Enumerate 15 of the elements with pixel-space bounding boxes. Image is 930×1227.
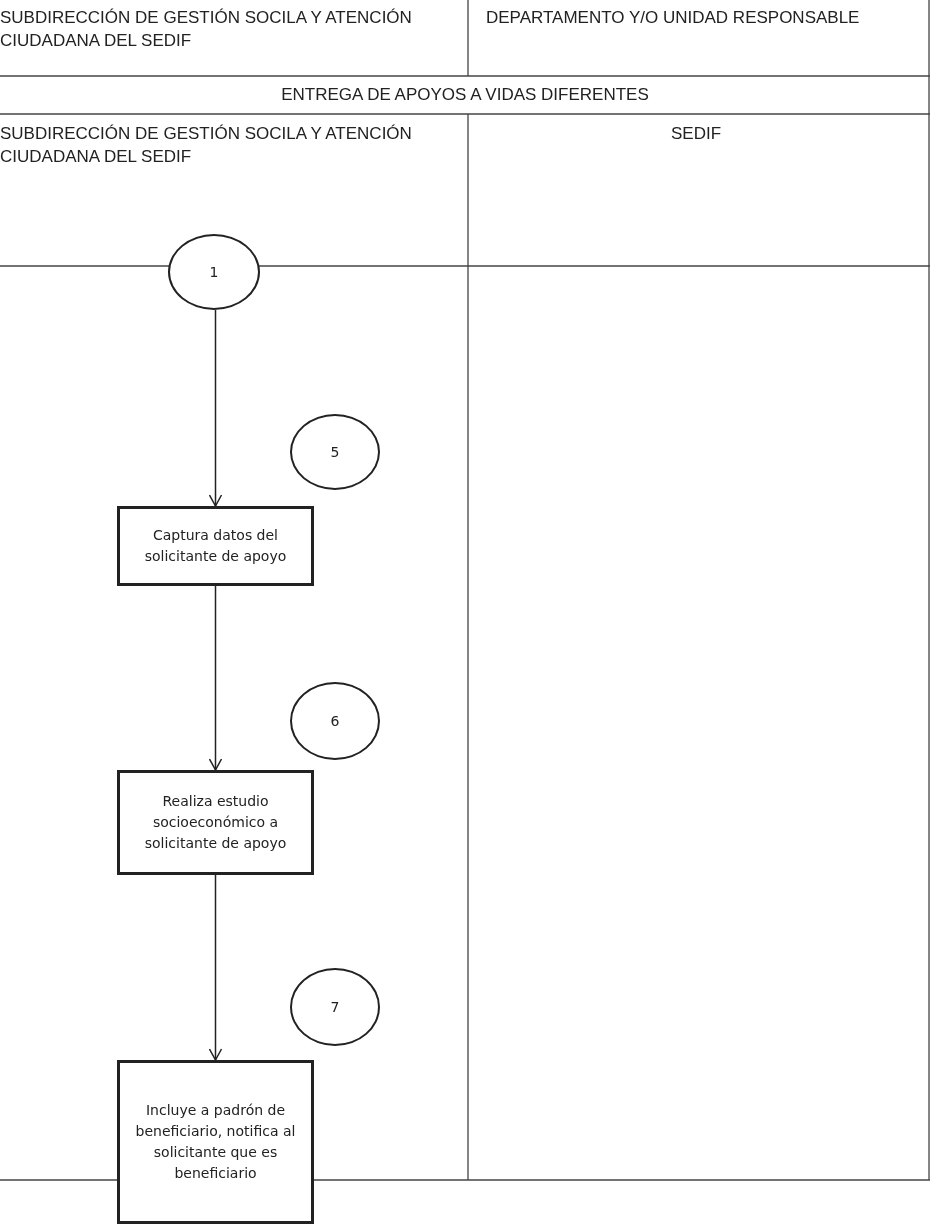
table-cell-text: SUBDIRECCIÓN DE GESTIÓN SOCILA Y ATENCIÓN CIUDADANA DEL SEDIF	[0, 123, 413, 168]
step-number-circle: 7	[290, 968, 380, 1046]
process-box: Captura datos del solicitante de apoyo	[117, 506, 314, 586]
process-box: Realiza estudio socioeconómico a solicitante de apoyo	[117, 770, 314, 875]
table-cell-text: DEPARTAMENTO Y/O UNIDAD RESPONSABLE	[486, 7, 861, 29]
arrow	[208, 585, 223, 771]
title: ENTREGA DE APOYOS A VIDAS DIFERENTES	[280, 84, 650, 106]
arrow	[208, 874, 223, 1061]
table-cell-text: SEDIF	[669, 123, 723, 145]
table-cell-text: SUBDIRECCIÓN DE GESTIÓN SOCILA Y ATENCIÓN CIUDADANA DEL SEDIF	[0, 7, 413, 52]
step-number-circle: 6	[290, 682, 380, 760]
arrow	[208, 309, 223, 507]
process-box: Incluye a padrón de beneficiario, notifica al solicitante que es beneficiario	[117, 1060, 314, 1224]
step-number-circle: 1	[168, 234, 260, 310]
step-number-circle: 5	[290, 414, 380, 490]
